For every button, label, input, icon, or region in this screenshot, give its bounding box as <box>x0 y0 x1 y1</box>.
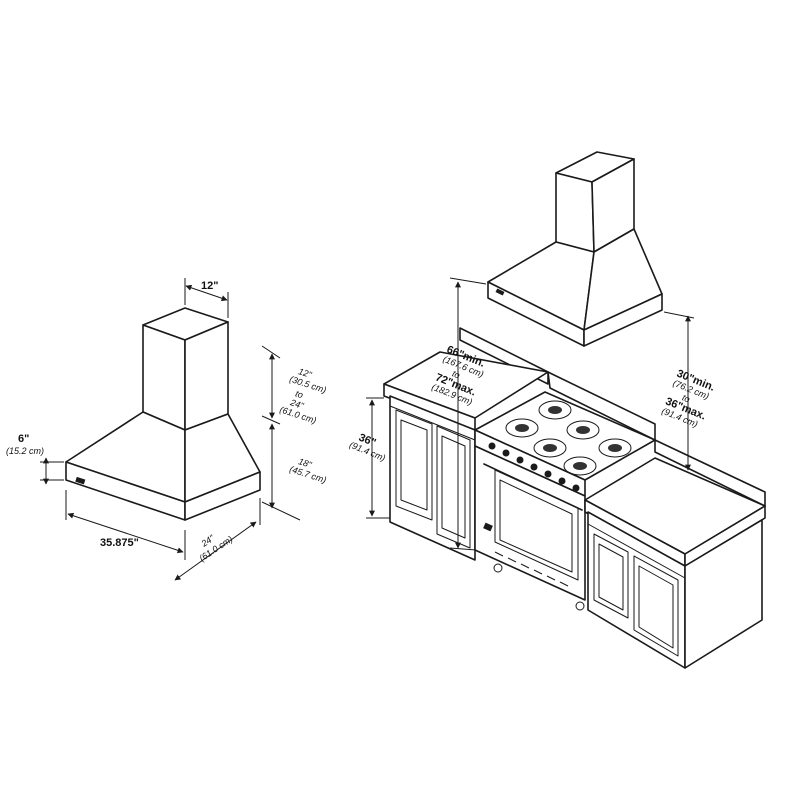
range-backguard <box>547 371 656 441</box>
chimney-right-face <box>184 321 229 431</box>
knob-icon <box>530 463 538 471</box>
hood-logo-badge <box>75 476 86 485</box>
range-leg <box>575 601 585 611</box>
width-dimension-line <box>67 512 184 554</box>
knob-icon <box>544 470 552 478</box>
clear-to-label: to <box>681 392 692 404</box>
left-cabinet-door-1 <box>395 409 433 521</box>
installation-dimensions: 66"min. (167.6 cm) to 72"max. (182.9 cm)… <box>348 277 717 551</box>
width-label: 35.875" <box>100 537 139 549</box>
range-leg <box>493 563 503 573</box>
burner-icon <box>566 420 600 440</box>
installation-drawing <box>383 151 766 669</box>
installed-hood-band-side <box>583 293 663 347</box>
right-countertop-side <box>684 505 766 567</box>
floor-to-label: to <box>451 368 462 380</box>
knob-icon <box>516 456 524 464</box>
installed-hood-logo <box>495 288 505 296</box>
burner-icon <box>598 438 632 458</box>
burner-icon <box>533 438 567 458</box>
range-hood-drawing <box>65 307 261 521</box>
gas-range <box>474 371 656 611</box>
body-height-label: 18" <box>297 456 313 470</box>
right-cabinet <box>584 439 766 669</box>
knob-icon <box>488 442 496 450</box>
front-height-cm-label: (15.2 cm) <box>6 446 44 456</box>
hood-side-band <box>184 471 261 521</box>
chimney-min-label: 12" <box>297 366 313 380</box>
right-cabinet-door-2 <box>633 555 679 657</box>
range-knobs <box>488 442 580 492</box>
top-width-dimension-line <box>185 284 228 302</box>
burner-icon <box>538 400 572 420</box>
depth-dimension-line <box>174 521 257 581</box>
kick-panel-vents <box>494 551 569 587</box>
front-height-label: 6" <box>18 433 29 445</box>
range-oven-front <box>474 445 586 601</box>
installed-chimney-left <box>555 172 595 253</box>
oven-handle <box>483 463 583 511</box>
knob-icon <box>572 484 580 492</box>
knob-icon <box>502 449 510 457</box>
range-burners <box>505 400 632 476</box>
range-logo <box>483 522 493 532</box>
burner-icon <box>505 418 539 438</box>
top-width-label: 12" <box>201 280 218 292</box>
chimney-to-label: to <box>294 388 304 400</box>
knob-icon <box>558 477 566 485</box>
chimney-max-label: 24" <box>288 397 305 411</box>
burner-icon <box>563 456 597 476</box>
right-cabinet-door-1 <box>593 533 629 619</box>
right-cabinet-side <box>684 519 763 669</box>
installed-hood <box>487 151 663 347</box>
